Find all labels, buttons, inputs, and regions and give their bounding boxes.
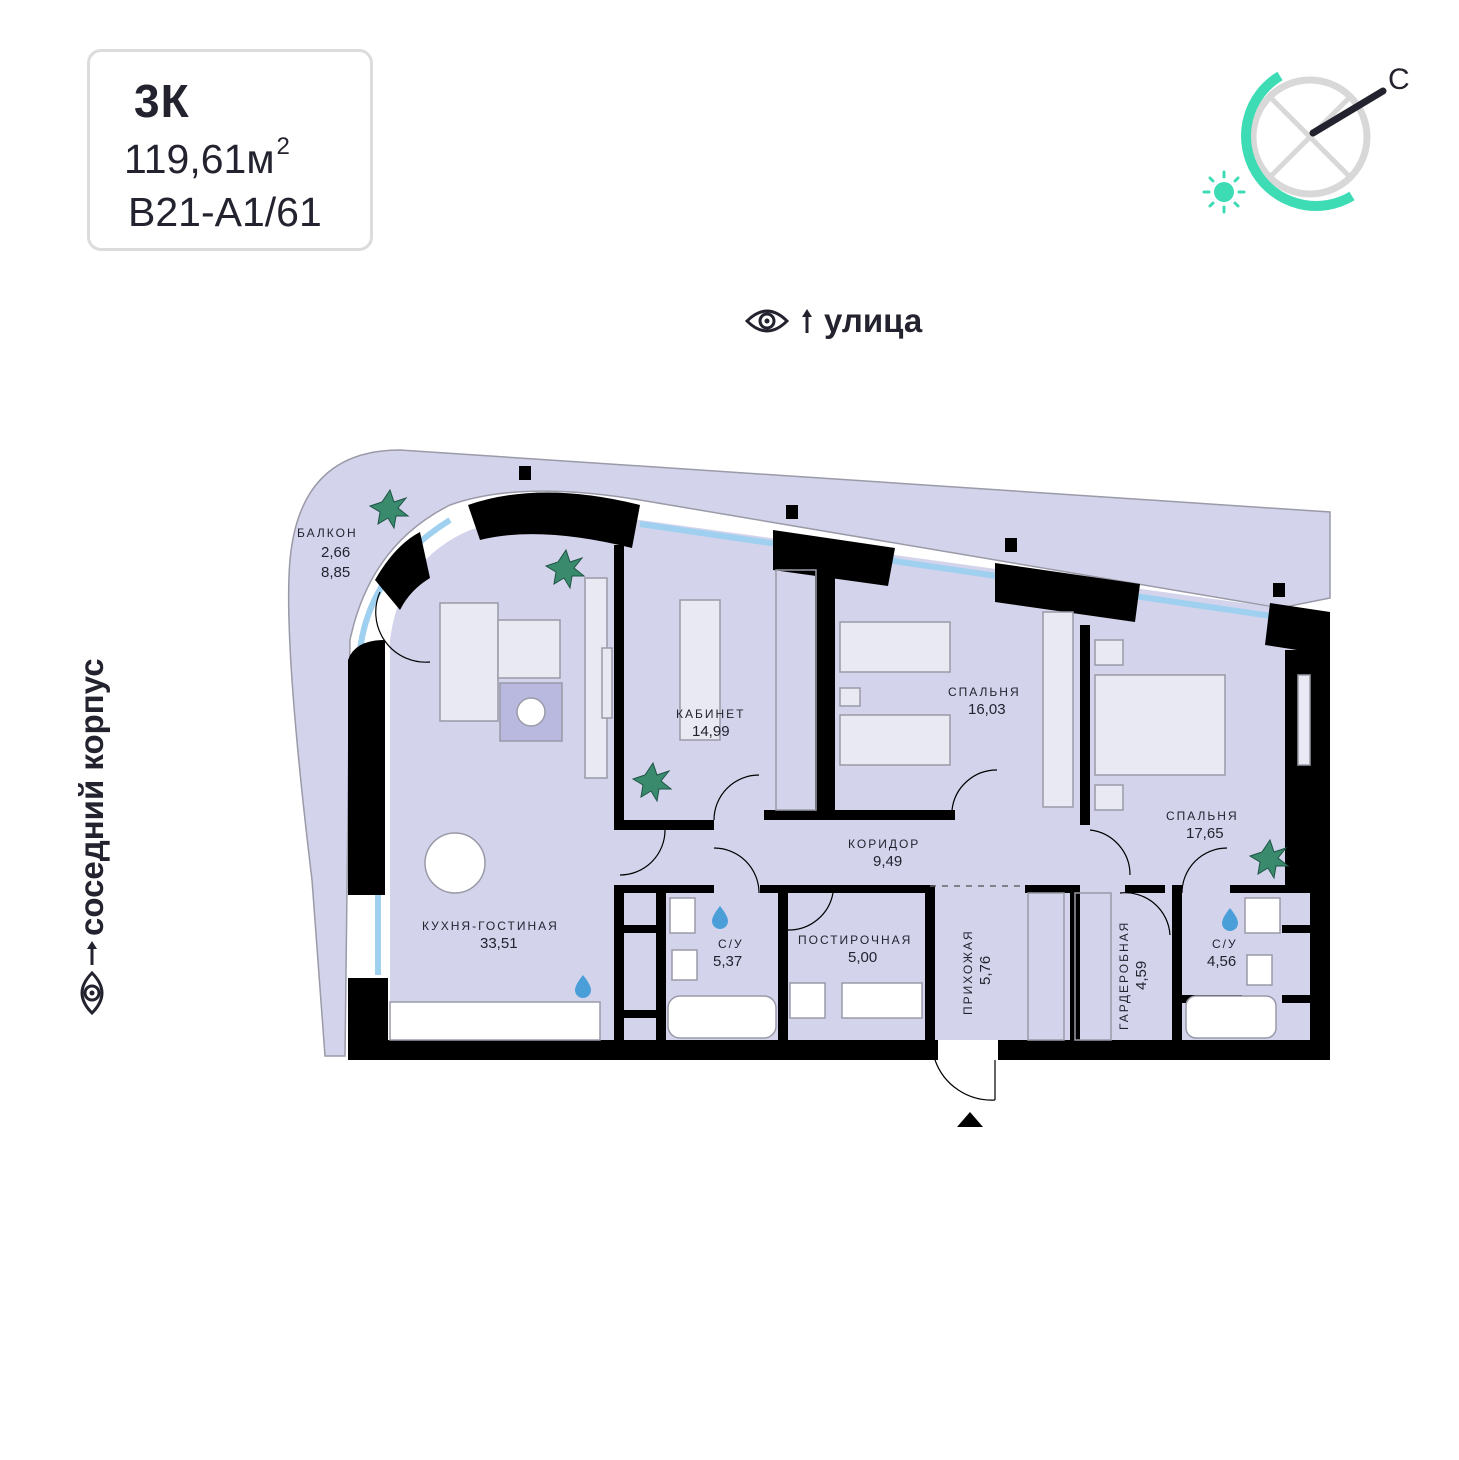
eye-icon — [80, 970, 104, 1016]
room-area-laundry: 5,00 — [848, 949, 877, 966]
street-label: улица — [824, 302, 923, 339]
arrow-up-icon — [802, 309, 812, 333]
apartment-type: 3К — [134, 75, 190, 127]
furniture — [389, 569, 1311, 1041]
room-area-balcony: 2,66 — [321, 544, 350, 561]
room-area-wardrobe: 4,59 — [1133, 961, 1150, 990]
room-area-corridor: 9,49 — [873, 853, 902, 870]
room-name-kitchen-living: КУХНЯ-ГОСТИНАЯ — [422, 919, 559, 933]
eye-icon — [744, 309, 790, 333]
apartment-info-card: 3К 119,61м2 B21-A1/61 — [87, 49, 373, 251]
room-area-bathroom-1: 5,37 — [713, 953, 742, 970]
room-name-bedroom-1: СПАЛЬНЯ — [948, 685, 1021, 699]
apartment-area: 119,61м2 — [124, 133, 290, 182]
compass-icon: С — [1202, 63, 1410, 214]
room-area-bathroom-2: 4,56 — [1207, 953, 1236, 970]
neighbor-direction-label: соседний корпус — [62, 658, 122, 1016]
arrow-up-icon — [87, 941, 97, 965]
water-drop-icon — [575, 906, 1238, 998]
room-name-balcony: БАЛКОН — [297, 526, 358, 540]
room-name-bedroom-2: СПАЛЬНЯ — [1166, 809, 1239, 823]
room-name-laundry: ПОСТИРОЧНАЯ — [798, 933, 912, 947]
room-area-bedroom-2: 17,65 — [1186, 825, 1224, 842]
room-area-study: 14,99 — [692, 723, 730, 740]
entrance-arrow-icon — [957, 1112, 983, 1127]
apartment-unit-code: B21-A1/61 — [128, 189, 322, 235]
room-area-hallway: 5,76 — [977, 956, 994, 985]
room-labels: БАЛКОН 2,66 8,85 КАБИНЕТ 14,99 СПАЛЬНЯ 1… — [297, 526, 1239, 1030]
door-swings — [375, 591, 1228, 1101]
interior-walls — [614, 545, 1312, 1045]
room-name-bathroom-1: С/У — [718, 937, 744, 951]
compass-north-label: С — [1388, 63, 1410, 96]
room-name-corridor: КОРИДОР — [848, 837, 920, 851]
room-area-balcony-total: 8,85 — [321, 564, 350, 581]
plant-icon — [368, 488, 1290, 880]
room-name-bathroom-2: С/У — [1212, 937, 1238, 951]
sun-icon — [1202, 170, 1246, 214]
street-direction-label: улица — [744, 300, 922, 342]
room-name-study: КАБИНЕТ — [676, 707, 746, 721]
room-area-bedroom-1: 16,03 — [968, 701, 1006, 718]
room-name-hallway: ПРИХОЖАЯ — [961, 929, 975, 1015]
room-name-wardrobe: ГАРДЕРОБНАЯ — [1117, 921, 1131, 1030]
room-area-kitchen-living: 33,51 — [480, 935, 518, 952]
exterior-walls — [348, 466, 1330, 1060]
